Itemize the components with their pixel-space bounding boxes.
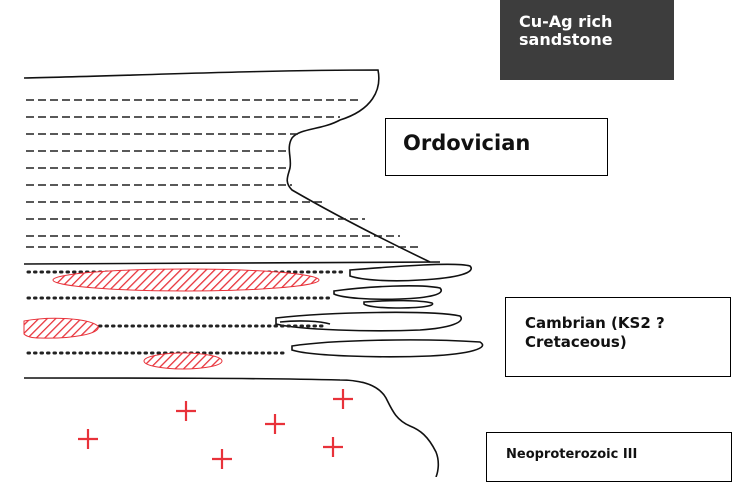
ordovician-cambrian-contact [24, 262, 440, 264]
label-ordovician: Ordovician [385, 118, 608, 176]
mineralized-lens [53, 269, 319, 291]
ordovician-unit-outline [24, 70, 430, 262]
basement-cross [265, 414, 285, 434]
legend-label-line2: sandstone [519, 31, 674, 49]
tongue [334, 286, 441, 299]
tongue [292, 340, 483, 357]
tongue [280, 321, 330, 324]
basement-cross [333, 389, 353, 409]
basement-cross [323, 437, 343, 457]
basement-crosses [78, 389, 353, 469]
label-cambrian: Cambrian (KS2 ? Cretaceous) [505, 297, 731, 377]
basement-cross [176, 401, 196, 421]
cambrian-label-line2: Cretaceous) [525, 333, 730, 352]
cambrian-base-unconformity [24, 378, 438, 477]
neoproterozoic-label: Neoproterozoic III [506, 447, 731, 462]
label-neoproterozoic: Neoproterozoic III [486, 432, 732, 482]
ordovician-label: Ordovician [403, 131, 607, 155]
basement-cross [212, 449, 232, 469]
ordovician-shale-pattern [26, 100, 418, 247]
legend-cu-ag-sandstone: Cu-Ag rich sandstone [500, 0, 674, 80]
mineralized-lens [24, 318, 98, 338]
cambrian-label-line1: Cambrian (KS2 ? [525, 314, 730, 333]
tongue [350, 264, 471, 280]
mineralized-lens [144, 353, 222, 369]
tongue [364, 301, 433, 308]
basement-cross [78, 429, 98, 449]
legend-label-line1: Cu-Ag rich [519, 13, 674, 31]
